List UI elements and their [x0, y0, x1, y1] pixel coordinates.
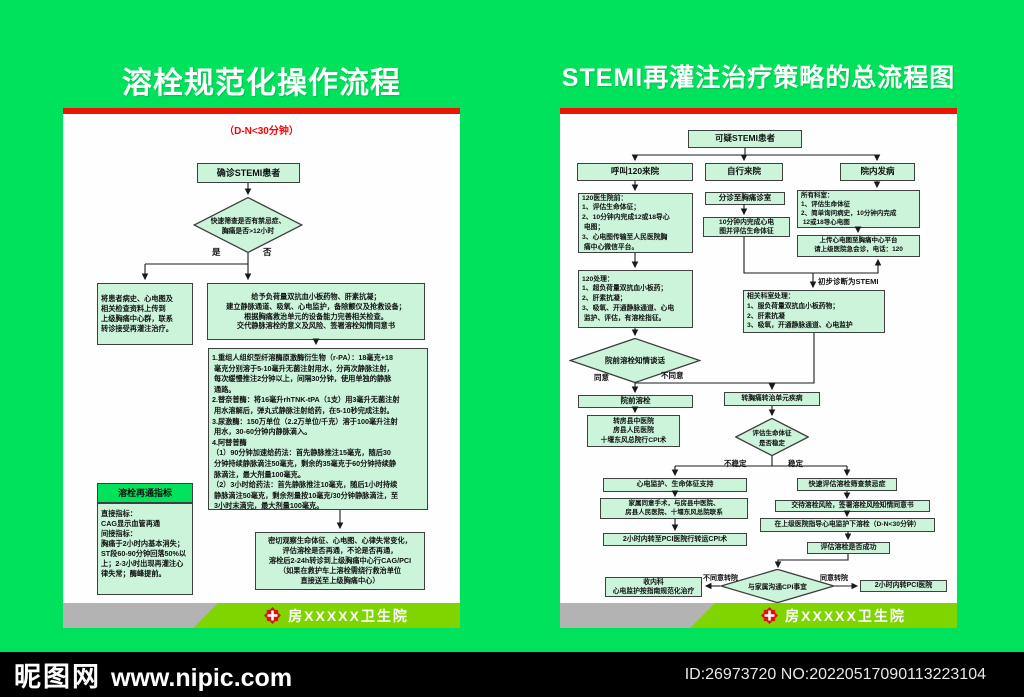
- node-department-handle: 相关科室处理： 1、服负荷量双抗血小板药物； 2、肝素抗凝 3、吸氧，开通静脉通…: [743, 290, 885, 333]
- node-observe-transfer: 密切观察生命体征、心电图、心律失常变化， 评估溶栓是否再通，不论是否再通， 溶栓…: [255, 532, 425, 590]
- decision-text: 快速筛查是否有禁忌症、 胸痛是否>12小时: [210, 218, 286, 235]
- left-footer-bar: 房XXXXX卫生院: [63, 603, 460, 628]
- left-poster-title: 溶栓规范化操作流程: [122, 67, 401, 100]
- node-upload-ecg: 上传心电图至胸痛中心平台 请上级医院急会诊，电话：120: [797, 235, 920, 257]
- node-ecg-10min: 10分钟内完成心电 图并评估生命体征: [703, 217, 790, 237]
- node-evaluate-lysis-success: 评估溶栓是否成功: [807, 542, 890, 554]
- label-initial-stemi-diagnosis: 初步诊断为STEMI: [818, 277, 879, 286]
- node-prepare-treatment: 给予负荷量双抗血小板药物、肝素抗凝； 建立静脉通道、吸氧、心电监护，备除颤仪及抢…: [207, 283, 425, 340]
- branch-label-agree: 同意: [594, 373, 609, 382]
- node-family-consent-surgery: 家属同意手术，与房县中医院、 房县人民医院、十堰东风总院联系: [600, 498, 748, 519]
- diamond-shape: [193, 197, 303, 253]
- branch-label-no: 否: [263, 247, 272, 257]
- hospital-name: 房XXXXX卫生院: [785, 607, 906, 624]
- site-branding: 昵图网 www.nipic.com: [14, 655, 292, 694]
- red-divider-bar: [63, 108, 460, 114]
- node-suspect-stemi: 可疑STEMI患者: [688, 130, 802, 148]
- decision-family-cpi-talk: 与家属沟通CPI事宜: [720, 569, 835, 603]
- branch-label-disagree-transfer: 不同意转院: [703, 575, 738, 582]
- hospital-name-row: 房XXXXX卫生院: [710, 603, 957, 628]
- decision-text: 评估生命体征 是否稳定: [752, 430, 792, 447]
- node-triage-chestpain-room: 分诊至胸痛诊室: [705, 192, 785, 205]
- right-footer-bar: 房XXXXX卫生院: [560, 603, 957, 628]
- node-transfer-hospitals: 转房县中医院 房县人民医院 十堰东风总院行CPI术: [587, 415, 680, 447]
- decision-text: 与家属沟通CPI事宜: [748, 584, 807, 591]
- node-thrombolytic-drugs: 1.重组人组织型纤溶酶原激酶衍生物（r-PA）：18毫克+18 毫克分别溶于5-…: [208, 348, 428, 510]
- watermark-bar: 昵图网 www.nipic.com ID:26973720 NO:2022051…: [0, 652, 1024, 697]
- node-reperfusion-indicator-body: 直接指标： CAG显示血管再通 间接指标： 胸痛于2小时内基本消失； ST段60…: [97, 503, 193, 595]
- node-lysis-under-guidance: 在上级医院指导心电监护下溶栓（D-N<30分钟）: [760, 518, 935, 532]
- node-internal-medicine: 收内科 心电监护按指南规范化治疗: [605, 577, 702, 597]
- site-url: www.nipic.com: [111, 664, 293, 692]
- decision-rapid-screen: 快速筛查是否有禁忌症、 胸痛是否>12小时: [193, 197, 303, 253]
- node-transfer-2h-cpi: 2小时内转至PCI医院行转运CPI术: [603, 533, 747, 546]
- node-monitor-support: 心电监护、生命体征支持: [603, 478, 747, 492]
- site-logo-text: 昵图网: [14, 662, 101, 692]
- branch-label-unstable: 不稳定: [724, 459, 747, 468]
- red-cross-icon: [264, 607, 282, 624]
- footer-gray-band: [560, 603, 715, 628]
- hospital-name-row: 房XXXXX卫生院: [213, 603, 460, 628]
- branch-label-stable: 稳定: [788, 459, 803, 468]
- node-ems-prehospital: 120医生院前： 1、评估生命体征； 2、10分钟内完成12或18导心 电图； …: [578, 193, 693, 253]
- node-all-departments: 所有科室： 1、评估生命体征 2、简单询问病史，10分钟内完成 12或18导心电…: [797, 190, 920, 228]
- right-poster-title: STEMI再灌注治疗策略的总流程图: [561, 64, 956, 92]
- node-transfer-upload: 将患者病史、心电图及 相关检查资料上传到 上级胸痛中心群，联系 转诊接受再灌注治…: [97, 283, 193, 345]
- branch-label-agree-transfer: 同意转院: [820, 575, 848, 582]
- decision-vitals-stable: 评估生命体征 是否稳定: [735, 418, 809, 456]
- node-rapid-contraindication-screen: 快速评估溶栓筛查禁忌症: [797, 478, 897, 491]
- hospital-name: 房XXXXX卫生院: [288, 607, 409, 624]
- node-sign-risk-consent: 交待溶栓风险，签署溶栓风险知情同意书: [775, 500, 930, 512]
- node-self-arrive: 自行来院: [705, 163, 783, 181]
- right-flowchart-panel: 可疑STEMI患者 呼叫120来院 自行来院 院内发病 120医生院前： 1、评…: [560, 108, 957, 603]
- branch-label-disagree: 不同意: [661, 371, 684, 380]
- branch-label-yes: 是: [212, 247, 221, 257]
- node-inhospital-onset: 院内发病: [840, 163, 915, 181]
- node-reperfusion-indicator-title: 溶栓再通指标: [97, 483, 193, 503]
- node-transfer-unit: 转胸痛转治单元疾病: [724, 392, 820, 406]
- footer-gray-band: [63, 603, 218, 628]
- red-cross-icon: [761, 607, 779, 624]
- node-ems-handle: 120处理： 1、超负荷量双抗血小板药； 2、肝素抗凝； 3、吸氧、开通静脉通道…: [578, 270, 693, 328]
- node-confirm-stemi: 确诊STEMI患者: [197, 163, 300, 183]
- node-transfer-2h-pci: 2小时内转PCI医院: [860, 580, 947, 592]
- right-poster: STEMI再灌注治疗策略的总流程图 可疑STEMI患者 呼叫120来院 自行来院…: [520, 28, 995, 640]
- diamond-shape: [720, 569, 835, 603]
- node-call-120: 呼叫120来院: [577, 163, 693, 181]
- left-poster: 溶栓规范化操作流程 （D-N<30分钟） 确诊STEMI患者 快速筛查是否有禁忌…: [30, 28, 505, 640]
- image-id-label: ID:26973720 NO:20220517090113223104: [684, 665, 986, 683]
- door-to-needle-label: （D-N<30分钟）: [224, 126, 299, 137]
- diamond-shape: [735, 418, 809, 456]
- node-prehospital-lysis: 院前溶栓: [578, 395, 693, 408]
- red-divider-bar: [560, 108, 957, 114]
- left-flowchart-panel: （D-N<30分钟） 确诊STEMI患者 快速筛查是否有禁忌症、 胸痛是否>12…: [63, 108, 460, 603]
